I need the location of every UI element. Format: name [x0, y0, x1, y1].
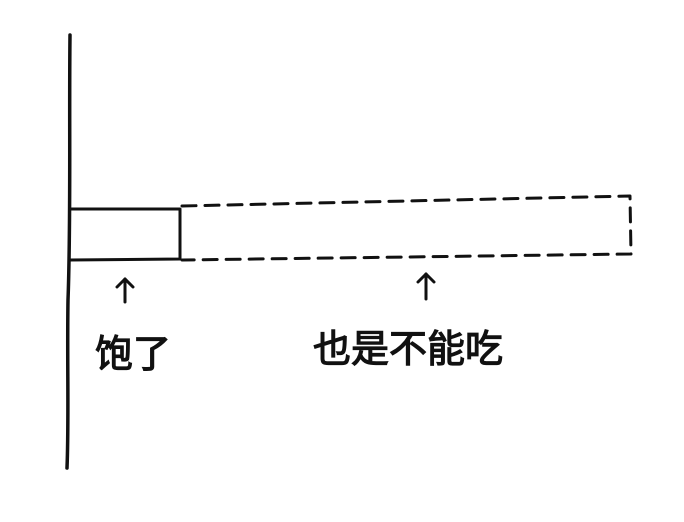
label-full: 饱了 [95, 332, 171, 376]
label-still-can-eat: 也是不能吃 [313, 327, 503, 371]
still-can-eat-box [180, 194, 633, 262]
full-portion-box [68, 207, 182, 262]
vertical-wall-line [65, 33, 72, 470]
arrow-up-icon-full [115, 277, 135, 304]
arrow-up-icon-still [416, 272, 436, 301]
